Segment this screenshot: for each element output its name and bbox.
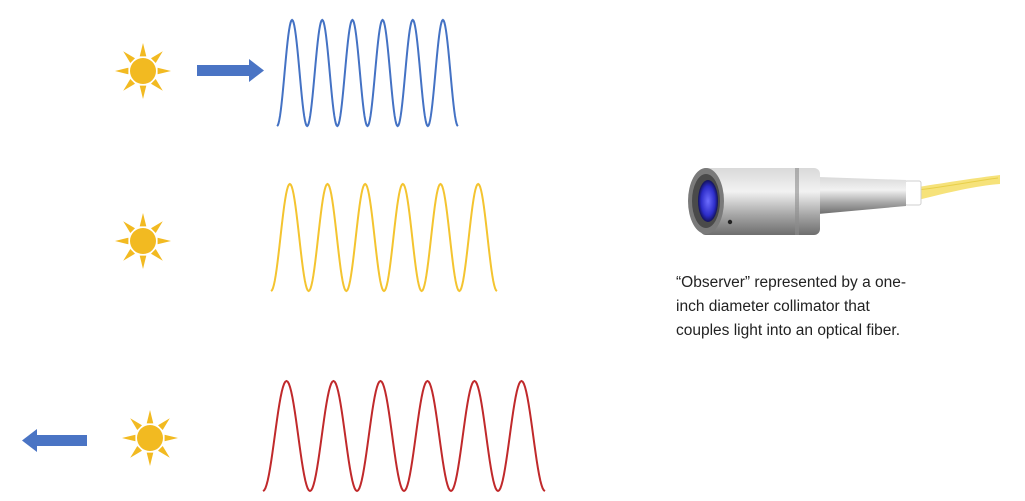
sun-icon-redshift	[122, 410, 178, 466]
sun-ray	[130, 446, 142, 458]
caption-line-2: inch diameter collimator that	[676, 298, 870, 315]
sun-ray	[139, 43, 147, 57]
sun-ray	[164, 434, 178, 442]
sun-ray	[123, 51, 135, 63]
sun-ray	[158, 446, 170, 458]
sun-ray	[158, 418, 170, 430]
sun-ray	[130, 418, 142, 430]
sun-ray	[151, 221, 163, 233]
sun-ray	[146, 452, 154, 466]
wave-yellow	[270, 182, 498, 293]
sun-ray	[151, 51, 163, 63]
sun-ray	[115, 237, 129, 245]
sun-ray	[123, 79, 135, 91]
sun-ray	[123, 249, 135, 261]
sun-ray	[151, 249, 163, 261]
sun-ray	[157, 237, 171, 245]
sun-disc	[137, 425, 163, 451]
wave-blue	[276, 18, 459, 128]
caption-line-3: couples light into an optical fiber.	[676, 322, 901, 339]
observer-caption: “Observer” represented by a one- inch di…	[676, 271, 996, 343]
sun-ray	[122, 434, 136, 442]
sun-ray	[146, 410, 154, 424]
sun-icon-rest	[115, 213, 171, 269]
sun-ray	[157, 67, 171, 75]
sun-ray	[139, 213, 147, 227]
collimator-icon	[688, 168, 1000, 235]
arrow-icon-toward	[197, 59, 264, 82]
sun-ray	[123, 221, 135, 233]
caption-line-1: “Observer” represented by a one-	[676, 274, 907, 291]
sun-disc	[130, 228, 156, 254]
sun-ray	[139, 255, 147, 269]
sun-disc	[130, 58, 156, 84]
sun-ray	[151, 79, 163, 91]
sun-ray	[115, 67, 129, 75]
sun-ray	[139, 85, 147, 99]
wave-red	[262, 379, 546, 493]
arrow-icon-away	[22, 429, 87, 452]
sun-icon-blueshift	[115, 43, 171, 99]
